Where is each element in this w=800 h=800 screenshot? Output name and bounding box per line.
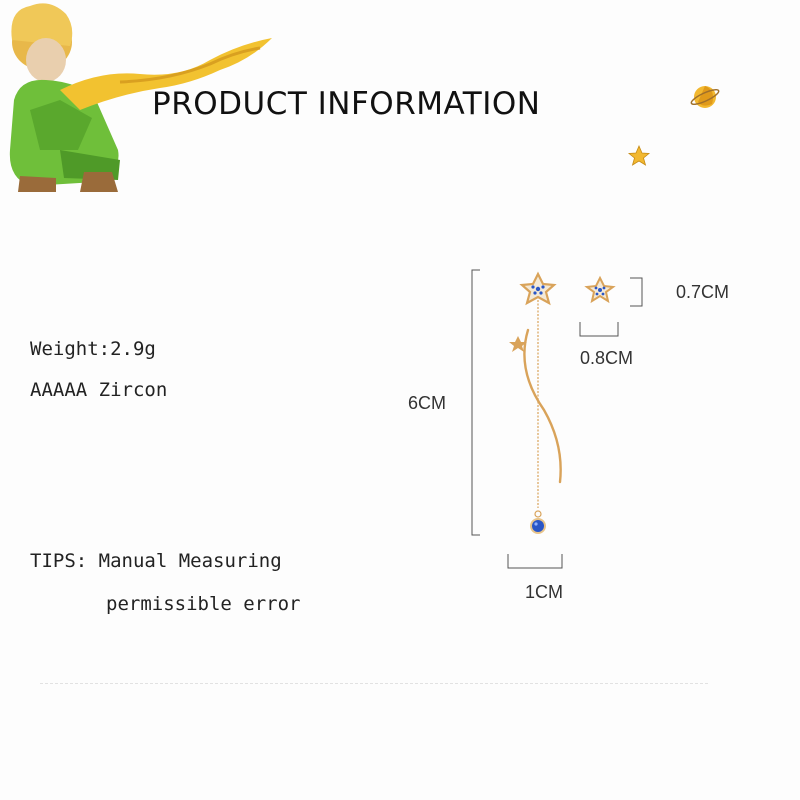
little-prince-figure-icon [9, 3, 120, 192]
length-dimension-label: 6CM [408, 393, 447, 413]
star-icon [627, 144, 651, 166]
main-star-stud-icon [519, 271, 557, 306]
earring-illustration [471, 269, 643, 569]
weight-spec: Weight:2.9g [30, 338, 156, 360]
blue-stone-drop-icon [530, 510, 546, 534]
drop-width-dimension-label: 1CM [525, 582, 564, 602]
dashed-divider [40, 683, 708, 684]
planet-icon [690, 86, 720, 108]
small-star-stud-icon [584, 275, 616, 304]
scarf-icon [60, 38, 272, 110]
stud-height-dimension-label: 0.7CM [676, 282, 730, 302]
page-title: PRODUCT INFORMATION [152, 86, 541, 122]
material-spec: AAAAA Zircon [30, 379, 168, 401]
stud-width-dimension-label: 0.8CM [580, 348, 634, 368]
tips-line-1: TIPS: Manual Measuring [30, 550, 282, 572]
tips-line-2: permissible error [106, 593, 301, 615]
